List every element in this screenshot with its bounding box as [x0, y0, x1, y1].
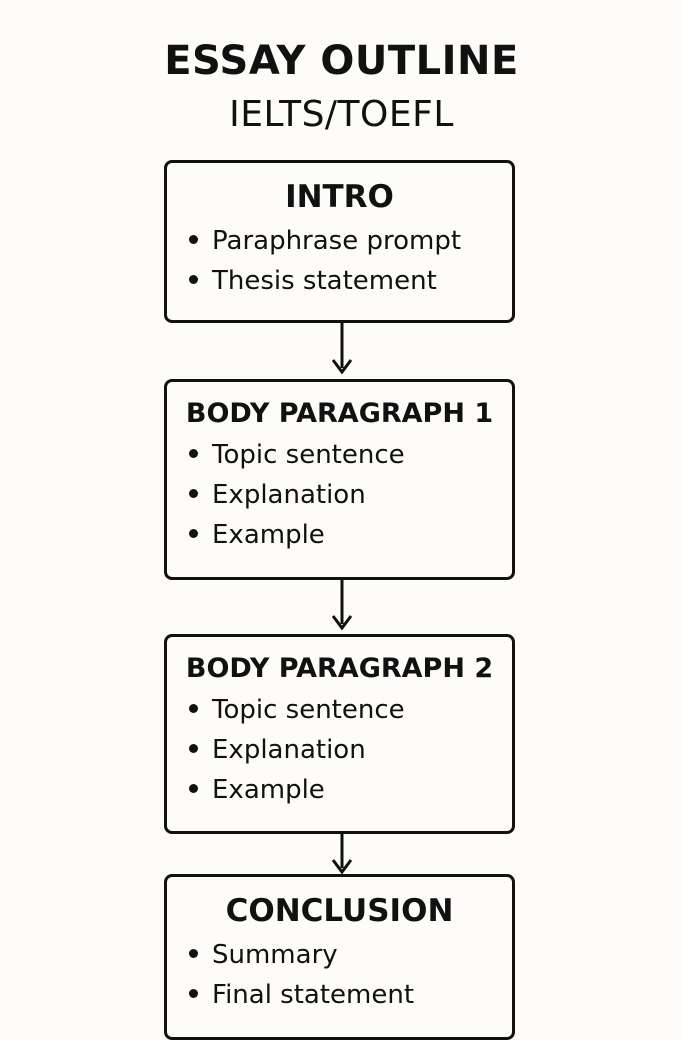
body-paragraph-1-bullet-list: Topic sentence Explanation Example: [167, 435, 512, 555]
body-paragraph-2-heading: BODY PARAGRAPH 2: [185, 653, 494, 684]
bullet-dot-icon: [189, 489, 198, 498]
bullet-dot-icon: [189, 235, 198, 244]
intro-bullet: Thesis statement: [189, 261, 512, 301]
bullet-text: Explanation: [212, 480, 366, 510]
bullet-text: Summary: [212, 940, 338, 970]
bullet-text: Thesis statement: [212, 266, 437, 296]
bullet-dot-icon: [189, 949, 198, 958]
body-paragraph-2-bullet: Topic sentence: [189, 690, 512, 730]
body-paragraph-2-box: BODY PARAGRAPH 2 Topic sentence Explanat…: [164, 634, 515, 834]
conclusion-bullet-list: Summary Final statement: [167, 935, 512, 1015]
arrow-intro-to-body1: [331, 322, 353, 375]
bullet-dot-icon: [189, 784, 198, 793]
intro-bullet: Paraphrase prompt: [189, 221, 512, 261]
bullet-dot-icon: [189, 744, 198, 753]
bullet-dot-icon: [189, 989, 198, 998]
bullet-text: Example: [212, 775, 325, 805]
intro-box: INTRO Paraphrase prompt Thesis statement: [164, 160, 515, 323]
body-paragraph-2-bullet: Explanation: [189, 730, 512, 770]
body-paragraph-2-bullet-list: Topic sentence Explanation Example: [167, 690, 512, 810]
arrow-body1-to-body2: [331, 579, 353, 631]
conclusion-heading: CONCLUSION: [225, 893, 454, 929]
bullet-dot-icon: [189, 529, 198, 538]
bullet-dot-icon: [189, 449, 198, 458]
body-paragraph-1-bullet: Topic sentence: [189, 435, 512, 475]
diagram-title: ESSAY OUTLINE: [164, 38, 519, 84]
bullet-text: Topic sentence: [212, 440, 405, 470]
bullet-text: Explanation: [212, 735, 366, 765]
diagram-subtitle: IELTS/TOEFL: [229, 94, 454, 135]
conclusion-bullet: Summary: [189, 935, 512, 975]
body-paragraph-1-bullet: Example: [189, 515, 512, 555]
conclusion-box: CONCLUSION Summary Final statement: [164, 874, 515, 1040]
body-paragraph-1-box: BODY PARAGRAPH 1 Topic sentence Explanat…: [164, 379, 515, 580]
bullet-text: Final statement: [212, 980, 415, 1010]
conclusion-bullet: Final statement: [189, 975, 512, 1015]
bullet-text: Topic sentence: [212, 695, 405, 725]
arrow-body2-to-conclusion: [331, 833, 353, 875]
intro-heading: INTRO: [285, 179, 394, 215]
body-paragraph-1-bullet: Explanation: [189, 475, 512, 515]
body-paragraph-1-heading: BODY PARAGRAPH 1: [185, 398, 494, 429]
intro-bullet-list: Paraphrase prompt Thesis statement: [167, 221, 512, 301]
bullet-dot-icon: [189, 275, 198, 284]
body-paragraph-2-bullet: Example: [189, 770, 512, 810]
bullet-text: Example: [212, 520, 325, 550]
bullet-dot-icon: [189, 704, 198, 713]
bullet-text: Paraphrase prompt: [212, 226, 462, 256]
